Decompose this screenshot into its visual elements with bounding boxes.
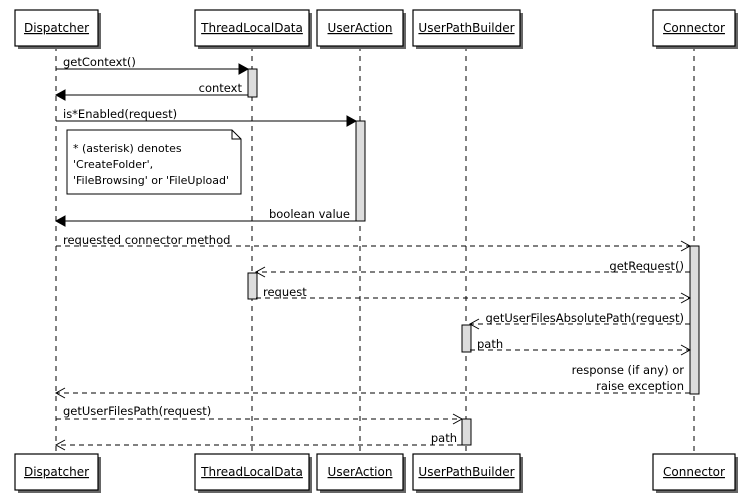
message-label: response (if any) or [572,363,685,377]
participant-label: UserPathBuilder [418,465,514,479]
message-label: getRequest() [609,259,684,273]
participant-box [652,453,736,491]
activation-bar-threadlocaldata [247,272,258,300]
participant-label: Dispatcher [24,21,89,35]
message-label: boolean value [269,207,350,221]
message-label: request [263,285,307,299]
message-label: getUserFilesAbsolutePath(request) [485,311,684,325]
participant-dispatcher-bottom: Dispatcher [14,453,101,493]
note-fold [231,130,241,140]
participant-box [412,453,521,491]
participant-label: ThreadLocalData [200,21,303,35]
note: * (asterisk) denotes 'CreateFolder', 'File… [66,129,242,195]
participant-label: UserPathBuilder [418,21,514,35]
message-label: context [199,81,243,95]
participant-box [412,9,521,47]
participant-userpathbuilder-bottom: UserPathBuilder [412,453,523,493]
message-label: getContext() [63,55,136,69]
activation-bar-userpathbuilder [461,324,472,353]
participant-box [316,453,404,491]
participant-box [14,453,99,491]
participant-box [194,453,310,491]
participant-label: Connector [663,21,725,35]
participant-box [194,9,310,47]
participant-connector-bottom: Connector [652,453,738,493]
participant-box [316,9,404,47]
participant-box [652,9,736,47]
participant-useraction-top: UserAction [316,9,406,49]
open-arrowhead [54,439,66,451]
open-arrowhead [680,292,692,304]
message-label: is*Enabled(request) [63,107,177,121]
message-7: request [256,285,692,304]
message-9: path [470,337,692,356]
message-10: response (if any) or raise exception [54,363,690,399]
activation-bar-connector [689,245,700,395]
participant-userpathbuilder-top: UserPathBuilder [412,9,523,49]
participant-dispatcher-top: Dispatcher [14,9,101,49]
message-5: requested connector method [56,233,692,252]
note-line: 'CreateFolder', [73,158,153,171]
message-12: path [54,431,462,451]
participant-threadlocaldata-bottom: ThreadLocalData [194,453,312,493]
message-3: is*Enabled(request) [56,107,358,127]
participant-label: UserAction [328,465,393,479]
message-8: getUserFilesAbsolutePath(request) [468,311,690,330]
message-label: getUserFilesPath(request) [63,404,211,418]
open-arrowhead [54,387,66,399]
message-label: path [477,337,503,351]
note-line: * (asterisk) denotes [73,142,182,155]
message-6: getRequest() [254,259,690,278]
message-11: getUserFilesPath(request) [56,404,464,425]
participant-threadlocaldata-top: ThreadLocalData [194,9,312,49]
message-1: getContext() [56,55,250,75]
participant-useraction-bottom: UserAction [316,453,406,493]
activation-bar-threadlocaldata [247,68,258,98]
message-4: boolean value [54,207,356,227]
participant-box [14,9,99,47]
note-line: 'FileBrowsing' or 'FileUpload' [73,174,229,187]
message-label: requested connector method [63,233,230,247]
participant-label: Dispatcher [24,465,89,479]
participant-connector-top: Connector [652,9,738,49]
filled-arrowhead [54,215,66,227]
participant-label: UserAction [328,21,393,35]
message-2: context [54,81,248,101]
participant-label: ThreadLocalData [200,465,303,479]
open-arrowhead [680,344,692,356]
participant-label: Connector [663,465,725,479]
open-arrowhead [452,413,464,425]
activation-bar-useraction [355,120,366,222]
open-arrowhead [680,240,692,252]
open-arrowhead [254,266,266,278]
message-label: path [431,431,457,445]
filled-arrowhead [238,63,250,75]
note-box [66,129,242,195]
message-label: raise exception [596,379,684,393]
filled-arrowhead [54,89,66,101]
filled-arrowhead [346,115,358,127]
activation-bar-userpathbuilder [461,418,472,446]
open-arrowhead [468,318,480,330]
